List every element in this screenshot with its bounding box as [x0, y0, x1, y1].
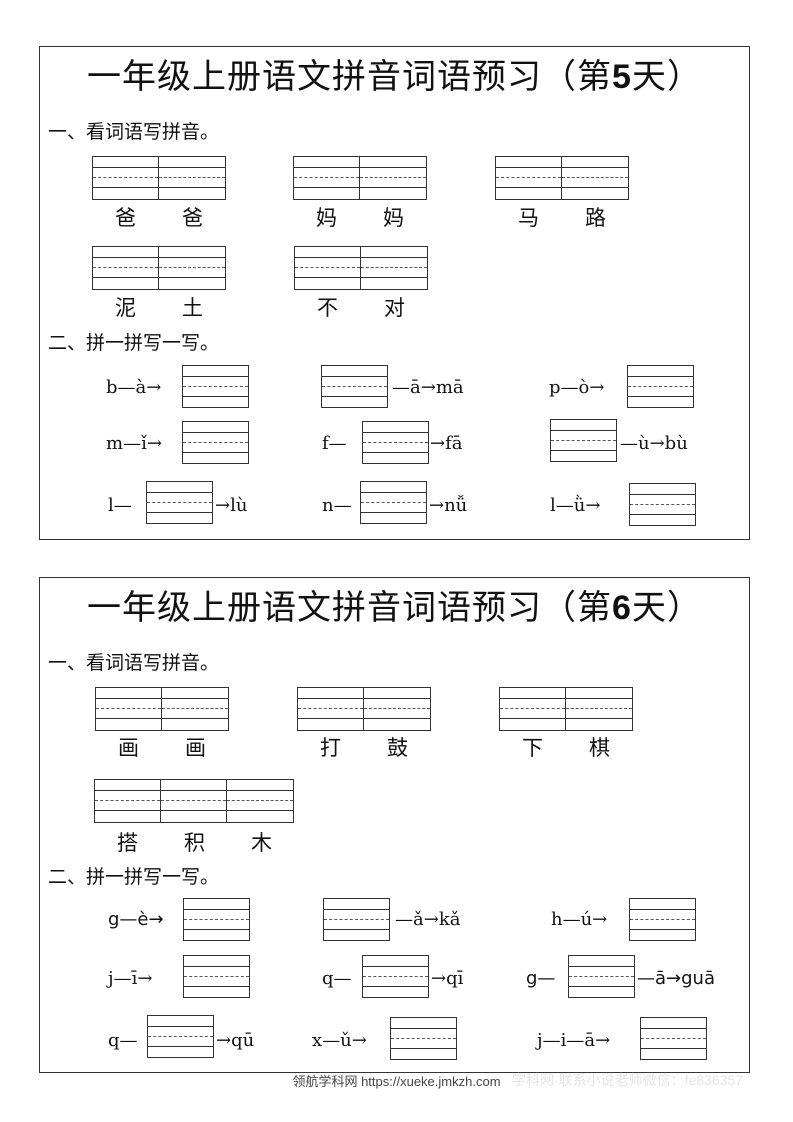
pinyin-prompt: j—i—ā→: [537, 1030, 611, 1051]
section-heading: 一、看词语写拼音。: [48, 652, 220, 674]
page-title: 一年级上册语文拼音词语预习（第5天）: [87, 57, 702, 97]
pinyin-answer-box[interactable]: [146, 481, 213, 524]
pinyin-prompt: —ù→bù: [620, 433, 688, 454]
writing-grid[interactable]: [294, 246, 428, 290]
section-heading: 二、拼一拼写一写。: [48, 866, 220, 888]
pinyin-answer-box[interactable]: [323, 898, 390, 941]
pinyin-prompt: x—ǔ→: [312, 1030, 367, 1051]
pinyin-prompt: b—à→: [106, 377, 162, 398]
pinyin-prompt: →nǚ: [429, 495, 468, 516]
pinyin-answer-box[interactable]: [629, 483, 696, 526]
pinyin-prompt: —ā→mā: [392, 377, 464, 398]
pinyin-answer-box[interactable]: [182, 421, 249, 464]
pinyin-answer-box[interactable]: [629, 898, 696, 941]
word-characters: 下棋: [522, 736, 610, 760]
pinyin-answer-box[interactable]: [183, 955, 250, 998]
pinyin-prompt: —ā→guā: [637, 968, 715, 989]
pinyin-prompt: l—ǜ→: [550, 495, 601, 516]
watermark-text: 学科网·联系小说老师微信：fe836357: [512, 1072, 744, 1088]
pinyin-prompt: n—: [322, 495, 352, 516]
pinyin-answer-box[interactable]: [362, 955, 429, 998]
writing-grid[interactable]: [92, 246, 226, 290]
pinyin-answer-box[interactable]: [627, 365, 694, 408]
pinyin-answer-box[interactable]: [360, 481, 427, 524]
pinyin-answer-box[interactable]: [147, 1015, 214, 1058]
pinyin-prompt: —ǎ→kǎ: [395, 909, 461, 930]
word-characters: 妈妈: [316, 206, 404, 230]
writing-grid[interactable]: [94, 779, 294, 823]
worksheet-day5: 一年级上册语文拼音词语预习（第5天） 一、看词语写拼音。 爸爸 妈妈 马路 泥土…: [39, 46, 750, 540]
word-characters: 画画: [118, 736, 206, 760]
pinyin-prompt: →qī: [431, 968, 464, 989]
word-characters: 打鼓: [320, 736, 408, 760]
page-title: 一年级上册语文拼音词语预习（第6天）: [87, 588, 702, 628]
word-characters: 泥土: [115, 296, 203, 320]
pinyin-prompt: →qū: [216, 1030, 255, 1051]
worksheet-day6: 一年级上册语文拼音词语预习（第6天） 一、看词语写拼音。 画画 打鼓 下棋 搭积…: [39, 577, 750, 1073]
pinyin-answer-box[interactable]: [640, 1017, 707, 1060]
pinyin-answer-box[interactable]: [550, 419, 617, 462]
word-characters: 爸爸: [115, 206, 203, 230]
pinyin-prompt: →lù: [215, 495, 248, 516]
footer-source: 领航学科网 https://xueke.jmkzh.com: [292, 1074, 501, 1089]
word-characters: 马路: [518, 206, 606, 230]
section-heading: 一、看词语写拼音。: [48, 121, 220, 143]
section-heading: 二、拼一拼写一写。: [48, 332, 220, 354]
pinyin-answer-box[interactable]: [568, 955, 635, 998]
pinyin-prompt: g—: [526, 968, 556, 989]
pinyin-answer-box[interactable]: [362, 421, 429, 464]
word-characters: 搭积木: [117, 831, 272, 855]
pinyin-answer-box[interactable]: [182, 365, 249, 408]
word-characters: 不对: [317, 296, 405, 320]
pinyin-answer-box[interactable]: [321, 365, 388, 408]
writing-grid[interactable]: [95, 687, 229, 731]
pinyin-prompt: l—: [108, 495, 132, 516]
writing-grid[interactable]: [297, 687, 431, 731]
pinyin-prompt: j—ī→: [108, 968, 153, 989]
writing-grid[interactable]: [293, 156, 427, 200]
pinyin-prompt: →fā: [430, 433, 463, 454]
pinyin-prompt: h—ú→: [551, 909, 608, 930]
writing-grid[interactable]: [495, 156, 629, 200]
pinyin-prompt: m—ǐ→: [106, 433, 162, 454]
pinyin-prompt: q—: [108, 1030, 138, 1051]
pinyin-prompt: f—: [322, 433, 347, 454]
writing-grid[interactable]: [92, 156, 226, 200]
pinyin-prompt: p—ò→: [549, 377, 605, 398]
pinyin-prompt: g—è→: [108, 909, 164, 930]
writing-grid[interactable]: [499, 687, 633, 731]
pinyin-answer-box[interactable]: [183, 898, 250, 941]
pinyin-answer-box[interactable]: [390, 1017, 457, 1060]
pinyin-prompt: q—: [322, 968, 352, 989]
